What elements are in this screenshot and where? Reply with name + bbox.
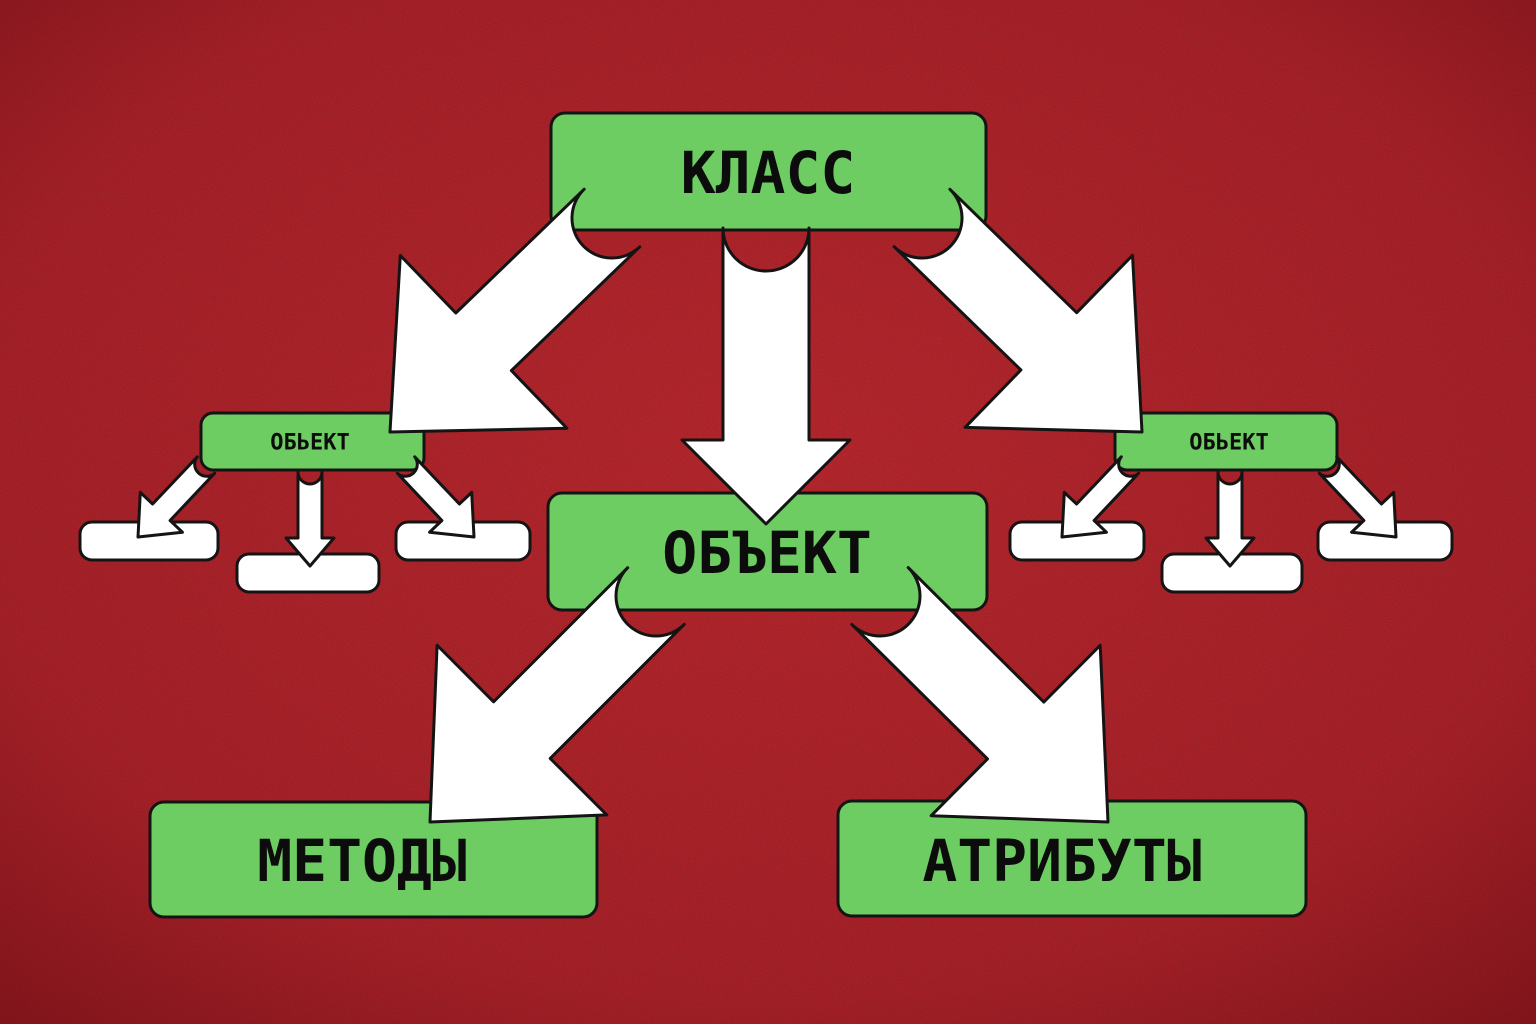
methods-node: МЕТОДЫ	[148, 800, 599, 919]
object-node-main: ОБЪЕКТ	[546, 491, 989, 612]
class-node-label: КЛАСС	[681, 139, 856, 207]
class-node: КЛАСС	[549, 111, 988, 232]
methods-node-label: МЕТОДЫ	[257, 827, 467, 895]
attributes-node: АТРИБУТЫ	[836, 799, 1308, 918]
object-node-right-label: ОБЬЕКТ	[1189, 431, 1268, 456]
arrow-class-to-object-left	[388, 187, 642, 434]
arrow-object-to-attributes	[850, 566, 1110, 824]
object-node-main-label: ОБЪЕКТ	[662, 519, 872, 587]
arrow-object-right-to-leaf-1	[1060, 455, 1141, 539]
object-node-left-label: ОБЬЕКТ	[270, 431, 349, 456]
arrow-class-to-object-right	[892, 187, 1144, 434]
arrow-class-to-object-main	[680, 226, 852, 526]
arrow-object-left-to-leaf-1	[136, 455, 217, 539]
object-node-right: ОБЬЕКТ	[1113, 411, 1339, 472]
attributes-node-label: АТРИБУТЫ	[922, 827, 1201, 895]
object-node-left: ОБЬЕКТ	[199, 411, 426, 472]
arrow-object-left-to-leaf-3	[395, 455, 476, 539]
arrow-object-right-to-leaf-2	[1204, 470, 1256, 568]
arrow-object-right-to-leaf-3	[1317, 455, 1398, 539]
arrow-object-to-methods	[428, 566, 686, 824]
arrow-object-left-to-leaf-2	[284, 470, 336, 568]
